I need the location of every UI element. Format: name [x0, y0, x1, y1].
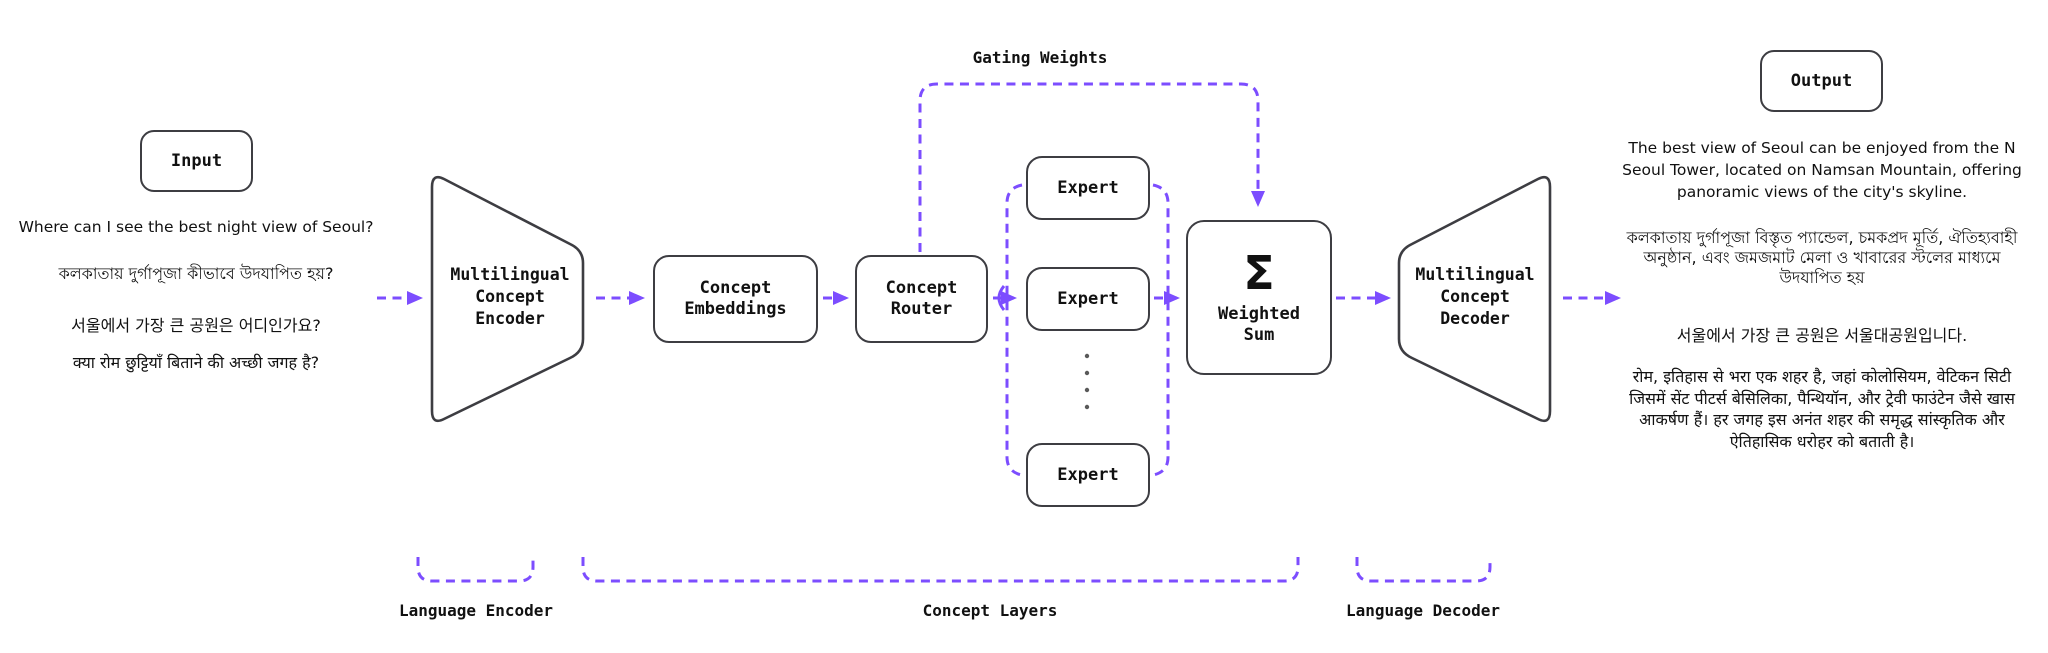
expert-box-3: Expert [1026, 443, 1150, 507]
encoder-label: Multilingual Concept Encoder [450, 265, 570, 328]
expert-fanin-rail-right [1152, 183, 1170, 477]
output-box-label: Output [1790, 70, 1853, 91]
concept-router-label: Concept Router [885, 278, 958, 319]
concept-embeddings-box: Concept Embeddings [653, 255, 818, 343]
sigma-symbol: Σ [1243, 245, 1275, 300]
decoder-label: Multilingual Concept Decoder [1415, 265, 1535, 328]
output-box: Output [1760, 50, 1883, 112]
output-paragraph-korean: 서울에서 가장 큰 공원은 서울대공원입니다. [1676, 326, 1968, 345]
output-paragraph-english: The best view of Seoul can be enjoyed fr… [1622, 139, 2022, 201]
expert-box-2: Expert [1026, 267, 1150, 331]
concept-embeddings-label: Concept Embeddings [684, 278, 787, 319]
input-box: Input [140, 130, 253, 192]
language-decoder-bracket [1355, 557, 1492, 583]
input-line-korean: 서울에서 가장 큰 공원은 어디인가요? [71, 316, 321, 335]
gating-weights-label: Gating Weights [972, 48, 1108, 67]
input-line-english: Where can I see the best night view of S… [18, 218, 374, 236]
input-line-bengali: কলকাতায় দুর্গাপূজা কীভাবে উদযাপিত হয়? [58, 264, 334, 283]
expert-1-label: Expert [1057, 177, 1119, 198]
concept-layers-bracket [581, 557, 1300, 583]
decoder-trapezoid [1397, 175, 1552, 423]
expert-2-label: Expert [1057, 288, 1119, 309]
language-decoder-label: Language Decoder [1345, 601, 1501, 620]
language-encoder-label: Language Encoder [398, 601, 554, 620]
output-paragraph-hindi: रोम, इतिहास से भरा एक शहर है, जहां कोलोस… [1629, 367, 2015, 451]
encoder-trapezoid [430, 175, 585, 423]
gating-weights-path [918, 82, 1265, 252]
output-paragraph-bengali: কলকাতায় দুর্গাপূজা বিস্তৃত প্যান্ডেল, চ… [1626, 228, 2018, 287]
expert-fanout-rail-left [1005, 183, 1023, 477]
input-line-hindi: क्या रोम छुट्टियाँ बिताने की अच्छी जगह ह… [72, 353, 320, 372]
concept-router-box: Concept Router [855, 255, 988, 343]
weighted-sum-box: Σ Weighted Sum [1186, 220, 1332, 375]
expert-ellipsis-dots [1084, 353, 1090, 410]
concept-layers-label: Concept Layers [922, 601, 1058, 620]
input-box-label: Input [170, 150, 223, 171]
weighted-sum-label: Weighted Sum [1218, 303, 1300, 345]
expert-3-label: Expert [1057, 464, 1119, 485]
expert-box-1: Expert [1026, 156, 1150, 220]
router-split-junction [997, 285, 1006, 311]
language-encoder-bracket [416, 557, 535, 583]
